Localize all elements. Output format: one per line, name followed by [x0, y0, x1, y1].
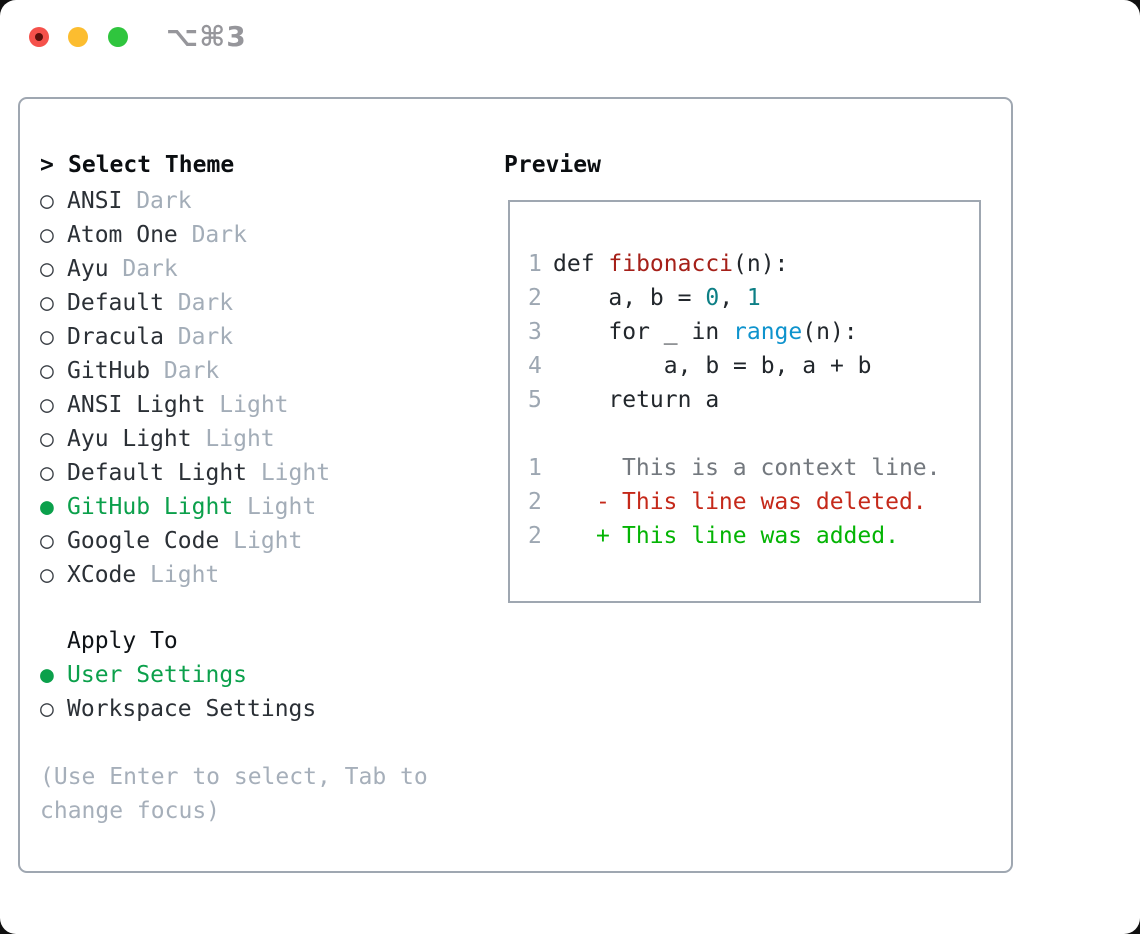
code-line: 5 return a: [528, 383, 979, 417]
theme-name: Default Light: [67, 460, 248, 486]
minimize-button[interactable]: [68, 27, 88, 47]
radio-selected-icon: ●: [40, 494, 54, 520]
blank-line: [528, 417, 979, 451]
theme-item-ayu-dark[interactable]: ○ Ayu Dark: [40, 252, 178, 286]
radio-icon: ○: [40, 528, 54, 554]
theme-name: ANSI: [67, 188, 123, 214]
radio-icon: ○: [40, 696, 54, 722]
theme-variant: Dark: [163, 358, 220, 384]
theme-name: Dracula: [67, 324, 164, 350]
code-line: 3 for _ in range(n):: [528, 315, 979, 349]
theme-variant: Light: [233, 528, 303, 554]
theme-item-ayu-light[interactable]: ○ Ayu Light Light: [40, 422, 275, 456]
close-button[interactable]: [29, 27, 49, 47]
theme-name: Default: [67, 290, 164, 316]
theme-name: Ayu: [67, 256, 109, 282]
diff-context-line: 1 This is a context line.: [528, 451, 979, 485]
radio-icon: ○: [40, 290, 54, 316]
theme-name: ANSI Light: [67, 392, 206, 418]
preview-header: Preview: [504, 152, 601, 178]
theme-variant: Light: [246, 494, 317, 520]
diff-deleted-line: 2 - This line was deleted.: [528, 485, 979, 519]
titlebar: ⌥⌘3: [0, 0, 1140, 74]
theme-variant: Dark: [177, 290, 234, 316]
diff-text: This is a context line.: [622, 455, 941, 481]
line-number: 4: [528, 353, 542, 379]
diff-text: This line was added.: [622, 523, 899, 549]
radio-icon: ○: [40, 562, 54, 588]
theme-item-default-dark[interactable]: ○ Default Dark: [40, 286, 233, 320]
line-number: 2: [528, 523, 542, 549]
diff-context-marker: [596, 451, 610, 485]
theme-name: GitHub Light: [67, 494, 234, 520]
theme-name: XCode: [67, 562, 137, 588]
theme-name: Atom One: [67, 222, 178, 248]
code-text: for _ in range(n):: [553, 319, 858, 345]
code-line: 4 a, b = b, a + b: [528, 349, 979, 383]
radio-icon: ○: [40, 222, 54, 248]
theme-variant: Dark: [136, 188, 192, 214]
line-number: 2: [528, 285, 542, 311]
theme-item-default-light[interactable]: ○ Default Light Light: [40, 456, 330, 490]
theme-variant: Dark: [191, 222, 247, 248]
theme-item-atom-one-dark[interactable]: ○ Atom One Dark: [40, 218, 247, 252]
theme-item-github-light-selected[interactable]: ● GitHub Light Light: [40, 490, 316, 524]
radio-icon: ○: [40, 324, 54, 350]
apply-option-label: User Settings: [67, 662, 248, 688]
apply-to-label: Apply To: [67, 628, 178, 654]
apply-option-user-settings[interactable]: ● User Settings: [40, 658, 247, 692]
diff-added-line: 2 + This line was added.: [528, 519, 979, 553]
theme-selector-panel: > Select Theme ○ ANSI Dark ○ Atom One Da…: [18, 97, 1013, 873]
line-number: 1: [528, 251, 542, 277]
code-text: a, b = 0, 1: [553, 285, 761, 311]
theme-item-dracula-dark[interactable]: ○ Dracula Dark: [40, 320, 233, 354]
theme-item-ansi-dark[interactable]: ○ ANSI Dark: [40, 184, 192, 218]
radio-icon: ○: [40, 460, 54, 486]
theme-variant: Dark: [177, 324, 234, 350]
theme-variant: Dark: [122, 256, 178, 282]
zoom-button[interactable]: [108, 27, 128, 47]
code-text: def fibonacci(n):: [553, 251, 789, 277]
radio-icon: ○: [40, 392, 54, 418]
radio-icon: ○: [40, 426, 54, 452]
theme-item-google-code-light[interactable]: ○ Google Code Light: [40, 524, 302, 558]
theme-item-github-dark[interactable]: ○ GitHub Dark: [40, 354, 219, 388]
radio-icon: ○: [40, 358, 54, 384]
diff-minus-icon: -: [596, 489, 610, 515]
code-text: return a: [553, 387, 720, 413]
apply-option-workspace-settings[interactable]: ○ Workspace Settings: [40, 692, 316, 726]
keyboard-hint: (Use Enter to select, Tab to change focu…: [40, 764, 428, 824]
window-title-shortcut: ⌥⌘3: [166, 20, 247, 53]
radio-icon: ○: [40, 188, 54, 214]
select-theme-header: > Select Theme: [40, 148, 234, 182]
diff-text: This line was deleted.: [622, 489, 927, 515]
theme-variant: Light: [260, 460, 331, 486]
radio-selected-icon: ●: [40, 662, 54, 688]
apply-option-label: Workspace Settings: [67, 696, 317, 722]
radio-icon: ○: [40, 256, 54, 282]
code-line: 2 a, b = 0, 1: [528, 281, 979, 315]
theme-variant: Light: [219, 392, 289, 418]
select-theme-title: Select Theme: [68, 152, 235, 178]
code-line: 1 def fibonacci(n):: [528, 247, 979, 281]
line-number: 1: [528, 455, 542, 481]
preview-code-box: 1 def fibonacci(n): 2 a, b = 0, 1 3 for …: [508, 200, 981, 603]
line-number: 5: [528, 387, 542, 413]
prompt-caret-icon: >: [40, 152, 54, 178]
line-number: 3: [528, 319, 542, 345]
theme-item-ansi-light[interactable]: ○ ANSI Light Light: [40, 388, 289, 422]
line-number: 2: [528, 489, 542, 515]
theme-name: Google Code: [67, 528, 220, 554]
diff-plus-icon: +: [596, 523, 610, 549]
theme-name: GitHub: [67, 358, 151, 384]
theme-variant: Light: [205, 426, 275, 452]
theme-name: Ayu Light: [67, 426, 192, 452]
theme-variant: Light: [150, 562, 220, 588]
code-text: a, b = b, a + b: [553, 353, 872, 379]
theme-item-xcode-light[interactable]: ○ XCode Light: [40, 558, 219, 592]
